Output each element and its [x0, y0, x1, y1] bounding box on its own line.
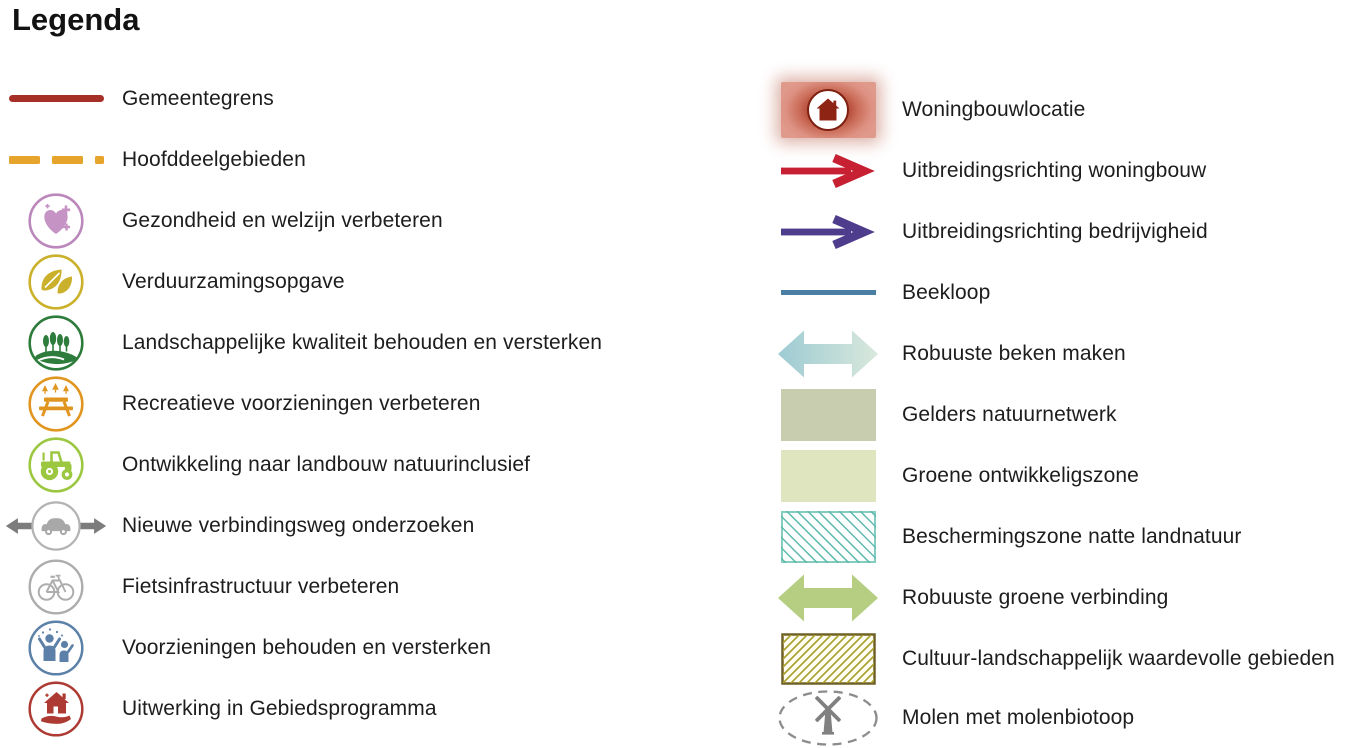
robust-streams-arrow [770, 326, 886, 382]
legend-label: Gelders natuurnetwerk [902, 402, 1117, 426]
legend-label: Fietsinfrastructuur verbeteren [122, 574, 400, 598]
area-programme-icon [4, 680, 108, 737]
legend-label: Cultuur-landschappelijk waardevolle gebi… [902, 646, 1335, 670]
legend-row-gemeentegrens: Gemeentegrens [4, 68, 602, 129]
legend-row-voorzieningen: Voorzieningen behouden en versterken [4, 617, 602, 678]
legend-label: Molen met molenbiotoop [902, 705, 1135, 729]
landscape-quality-icon [4, 314, 108, 371]
legend-row-woningbouwlocatie: Woningbouwlocatie [770, 79, 1335, 140]
municipality-border-line [4, 95, 108, 102]
legend-label: Recreatieve voorzieningen verbeteren [122, 391, 481, 415]
legend-row-robuuste-groene: Robuuste groene verbinding [770, 567, 1335, 628]
legend-label: Robuuste beken maken [902, 341, 1126, 365]
legend-column-right: Woningbouwlocatie Uitbreidingsrichting w… [770, 79, 1335, 746]
legend-row-molen: Molen met molenbiotoop [770, 689, 1335, 746]
legend-row-gebiedsprogramma: Uitwerking in Gebiedsprogramma [4, 678, 602, 739]
legend-row-uitbreiding-bedrijvigheid: Uitbreidingsrichting bedrijvigheid [770, 201, 1335, 262]
legend-row-landbouw: Ontwikkeling naar landbouw natuurinclusi… [4, 434, 602, 495]
main-areas-dashed-line [4, 155, 108, 164]
gelders-nature-network-swatch [770, 388, 886, 441]
legend-row-groene-zone: Groene ontwikkeligszone [770, 445, 1335, 506]
legend-label: Beschermingszone natte landnatuur [902, 524, 1242, 548]
windmill-biotope-icon [770, 688, 886, 748]
health-wellbeing-icon [4, 192, 108, 249]
legend-row-verduurzaming: Verduurzamingsopgave [4, 251, 602, 312]
housing-location-swatch [770, 81, 886, 138]
sustainability-leaves-icon [4, 253, 108, 310]
legend-row-uitbreiding-woningbouw: Uitbreidingsrichting woningbouw [770, 140, 1335, 201]
stream-line [770, 290, 886, 295]
legend-label: Uitbreidingsrichting bedrijvigheid [902, 219, 1208, 243]
business-expansion-arrow [770, 214, 886, 250]
legend-row-beschermingszone: Beschermingszone natte landnatuur [770, 506, 1335, 567]
legend-label: Ontwikkeling naar landbouw natuurinclusi… [122, 452, 531, 476]
legend-label: Robuuste groene verbinding [902, 585, 1169, 609]
legend-label: Uitbreidingsrichting woningbouw [902, 158, 1207, 182]
community-facilities-icon [4, 619, 108, 676]
legend-label: Uitwerking in Gebiedsprogramma [122, 696, 437, 720]
legend-label: Woningbouwlocatie [902, 97, 1086, 121]
legend-row-robuuste-beken: Robuuste beken maken [770, 323, 1335, 384]
legend-row-recreatie: Recreatieve voorzieningen verbeteren [4, 373, 602, 434]
legend-row-hoofddeelgebieden: Hoofddeelgebieden [4, 129, 602, 190]
robust-green-connection-arrow [770, 570, 886, 626]
legend-label: Gemeentegrens [122, 86, 274, 110]
legend-label: Beekloop [902, 280, 991, 304]
legend-label: Groene ontwikkeligszone [902, 463, 1139, 487]
legend-row-fiets: Fietsinfrastructuur verbeteren [4, 556, 602, 617]
legend-row-gezondheid: Gezondheid en welzijn verbeteren [4, 190, 602, 251]
legend-row-verbindingsweg: Nieuwe verbindingsweg onderzoeken [4, 495, 602, 556]
legend-label: Voorzieningen behouden en versterken [122, 635, 492, 659]
legend-row-cultuurlandschap: Cultuur-landschappelijk waardevolle gebi… [770, 628, 1335, 689]
legend-label: Nieuwe verbindingsweg onderzoeken [122, 513, 475, 537]
page-title: Legenda [12, 2, 140, 37]
legend-row-gelders-natuurnetwerk: Gelders natuurnetwerk [770, 384, 1335, 445]
housing-expansion-arrow [770, 153, 886, 189]
legend-row-beekloop: Beekloop [770, 262, 1335, 323]
recreation-picnic-icon [4, 375, 108, 432]
legend-label: Gezondheid en welzijn verbeteren [122, 208, 443, 232]
house-icon [807, 88, 849, 131]
cultural-landscape-swatch [770, 632, 886, 685]
legend-label: Hoofddeelgebieden [122, 147, 306, 171]
bicycle-infrastructure-icon [4, 559, 108, 615]
wet-nature-protection-swatch [770, 510, 886, 563]
nature-inclusive-farming-icon [4, 436, 108, 493]
legend-label: Verduurzamingsopgave [122, 269, 345, 293]
legend-column-left: Gemeentegrens Hoofddeelgebieden Gezondhe… [4, 68, 602, 739]
legend-label: Landschappelijke kwaliteit behouden en v… [122, 330, 603, 354]
legend-row-landschap: Landschappelijke kwaliteit behouden en v… [4, 312, 602, 373]
green-development-zone-swatch [770, 449, 886, 502]
new-connection-road-icon [4, 498, 108, 554]
